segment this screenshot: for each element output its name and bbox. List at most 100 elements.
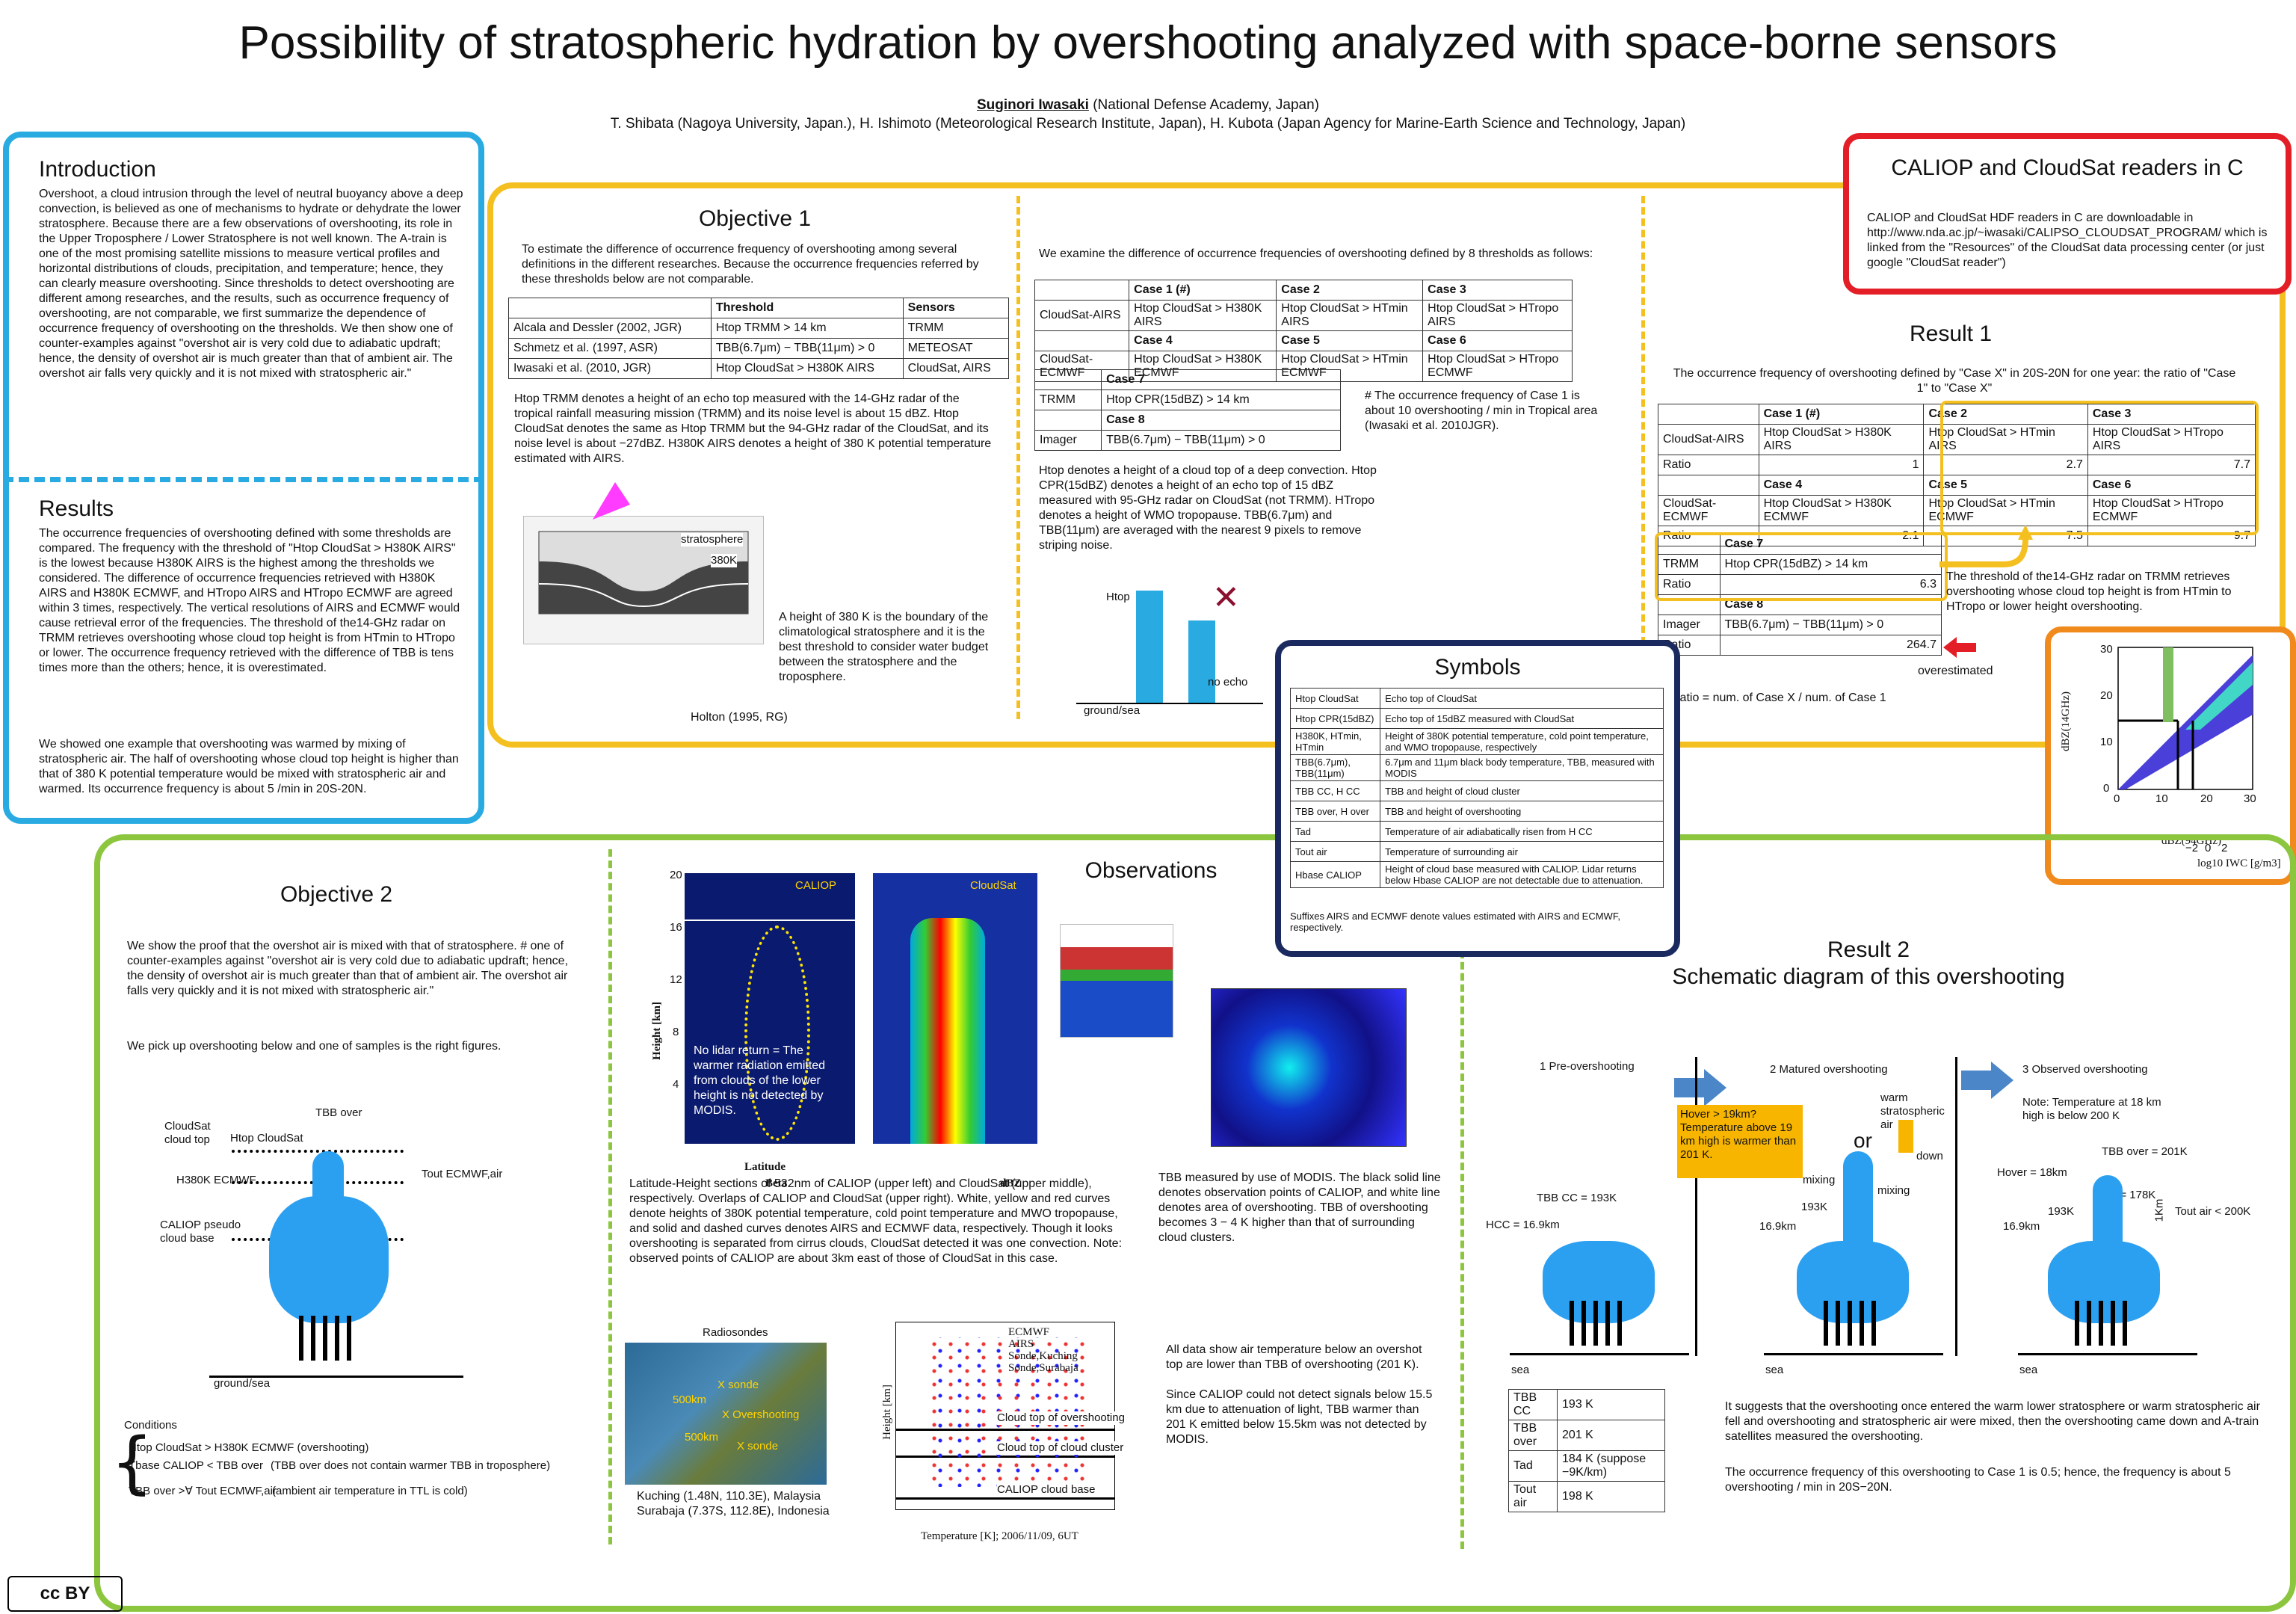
scatter-panel: dBZ(14GHz) dBZ(94GHz) log10 IWC [g/m3] 0…	[2045, 626, 2296, 885]
table-cell: Htop TRMM > 14 km	[710, 318, 904, 339]
table-cell: Tout air	[1507, 1481, 1558, 1512]
map-label: 500km	[673, 1393, 707, 1406]
table-cell: 2.7	[1923, 455, 2088, 475]
first-author: Suginori Iwasaki	[977, 97, 1089, 113]
table-cell: Htop CloudSat > HTropo ECMWF	[1422, 351, 1573, 382]
sketch-column-2	[1188, 620, 1215, 703]
table-cell: Alcala and Dessler (2002, JGR)	[508, 318, 712, 339]
or-label: or	[1854, 1129, 1872, 1152]
green-divider-1	[608, 849, 612, 1544]
sea-line	[1510, 1353, 1689, 1355]
xtick: 10	[2155, 792, 2168, 805]
xtick: 30	[2244, 792, 2256, 805]
caliop-readers-panel: CALIOP and CloudSat readers in C CALIOP …	[1843, 133, 2292, 295]
table-cell: CloudSat-ECMWF	[1658, 495, 1759, 526]
lidar-note: No lidar return = The warmer radiation e…	[694, 1044, 826, 1117]
table-cell: 184 K (suppose −9K/km)	[1557, 1450, 1665, 1482]
condition-2: Tbase CALIOP < TBB over	[129, 1459, 263, 1472]
rain-lines	[1824, 1301, 1883, 1346]
sketch-column-1	[1136, 591, 1163, 703]
table-cell: 1	[1758, 455, 1925, 475]
htop-sketch: Htop ✕ no echo ground/sea	[1076, 579, 1271, 718]
magenta-arrow-icon	[593, 482, 630, 520]
table-cell: Echo top of 15dBZ measured with CloudSat	[1380, 708, 1664, 729]
table-cell: Htop CloudSat > HTropo AIRS	[1422, 300, 1573, 331]
map-label: X sonde	[718, 1379, 759, 1391]
sketch-noecho: no echo	[1208, 676, 1248, 689]
scatter-density-high	[2185, 662, 2253, 730]
table-cell: Htop CPR(15dBZ) > 14 km	[1101, 389, 1341, 410]
sonde-ylabel: Height [km]	[880, 1384, 893, 1440]
objective1-intro: To estimate the difference of occurrence…	[522, 243, 979, 286]
trmm-note: The threshold of the14-GHz radar on TRMM…	[1946, 570, 2232, 613]
objective1-desc: Htop TRMM denotes a height of an echo to…	[514, 392, 992, 465]
table-cell: Case 5	[1923, 475, 2088, 496]
table-cell: Case 6	[1422, 330, 1573, 351]
table-cell: TBB over	[1507, 1420, 1558, 1451]
cloudsat-panel: CloudSat	[873, 873, 1037, 1144]
sea-label: sea	[1511, 1364, 1530, 1376]
obs-ytick: 16	[670, 921, 682, 934]
obs-ytick: 20	[670, 869, 682, 881]
xtick: 20	[2200, 792, 2213, 805]
result2-text-1: It suggests that the overshooting once e…	[1725, 1400, 2260, 1443]
objective2-text-2: We pick up overshooting below and one of…	[127, 1040, 502, 1053]
cross-section-chart	[538, 531, 749, 615]
table-cell	[1034, 410, 1102, 431]
table-cell: CloudSat-AIRS	[1034, 300, 1130, 331]
k193-stage3: 193K	[2048, 1205, 2075, 1218]
results-text-1: The occurrence frequencies of overshooti…	[39, 527, 460, 674]
map-label: X sonde	[737, 1440, 779, 1453]
stage-3: 3 Observed overshooting	[2022, 1063, 2148, 1076]
sea-label: sea	[1765, 1364, 1784, 1376]
ytick: 30	[2100, 643, 2113, 656]
table-cell	[1658, 404, 1759, 425]
table-cell: CloudSat-AIRS	[1658, 424, 1759, 455]
brace-icon: {	[111, 1423, 154, 1502]
table-cell: TBB over, H over	[1289, 801, 1381, 822]
sketch-htop: Htop	[1106, 591, 1130, 603]
tbbcc-label: TBB CC = 193K	[1537, 1192, 1617, 1204]
table-cell: Htop CPR(15dBZ)	[1289, 708, 1381, 729]
tbb-over-label: TBB over	[315, 1106, 362, 1119]
table-cell: Case 6	[2087, 475, 2256, 496]
modis-caption: TBB measured by use of MODIS. The black …	[1158, 1171, 1441, 1244]
cloudsat-top-label: CloudSat cloud top	[164, 1120, 211, 1146]
sketch-ground: ground/sea	[1084, 704, 1141, 717]
sonde-legend: AIRS	[1008, 1338, 1034, 1350]
table-cell: METEOSAT	[902, 338, 1010, 359]
conditions-title: Conditions	[124, 1419, 177, 1432]
ytick: 20	[2100, 689, 2113, 702]
table-cell: Htop CloudSat > HTmin AIRS	[1276, 300, 1424, 331]
table-cell: Height of cloud base measured with CALIO…	[1380, 861, 1664, 888]
stage-arrow-icon	[1674, 1069, 1726, 1106]
table-cell: Ratio	[1658, 455, 1759, 475]
intro-text: Overshoot, a cloud intrusion through the…	[39, 188, 463, 380]
obs-xlabel: Latitude	[744, 1161, 786, 1173]
caliop-readers-heading: CALIOP and CloudSat readers in C	[1891, 155, 2244, 180]
results-heading: Results	[39, 496, 114, 521]
th-sensors: Sensors	[902, 298, 1010, 318]
table-cell	[1658, 534, 1721, 555]
intro-results-panel: Introduction Overshoot, a cloud intrusio…	[3, 132, 484, 824]
table-cell: Tout air	[1289, 841, 1381, 862]
condition-1: Htop CloudSat > H380K ECMWF (overshootin…	[129, 1441, 369, 1454]
cross-icon: ✕	[1212, 579, 1240, 616]
table-cell: Htop CloudSat > HTmin AIRS	[1923, 424, 2088, 455]
overestimated-label: overestimated	[1918, 665, 1993, 677]
sonde-legend: Sonde,Surabaja	[1008, 1362, 1078, 1374]
k193-label: 193K	[1801, 1201, 1828, 1213]
table-cell: Case 8	[1101, 410, 1341, 431]
table-cell: 7.7	[2087, 455, 2256, 475]
th-empty	[508, 298, 712, 318]
table-cell: 264.7	[1719, 635, 1942, 656]
result2-heading: Result 2	[1827, 937, 1910, 962]
down-label: down	[1916, 1150, 1943, 1162]
tout-stage3-label: Tout air < 200K	[2175, 1205, 2251, 1218]
ytick: 10	[2100, 736, 2113, 748]
th-threshold: Threshold	[710, 298, 904, 318]
fig-label-380k: 380K	[711, 554, 738, 567]
